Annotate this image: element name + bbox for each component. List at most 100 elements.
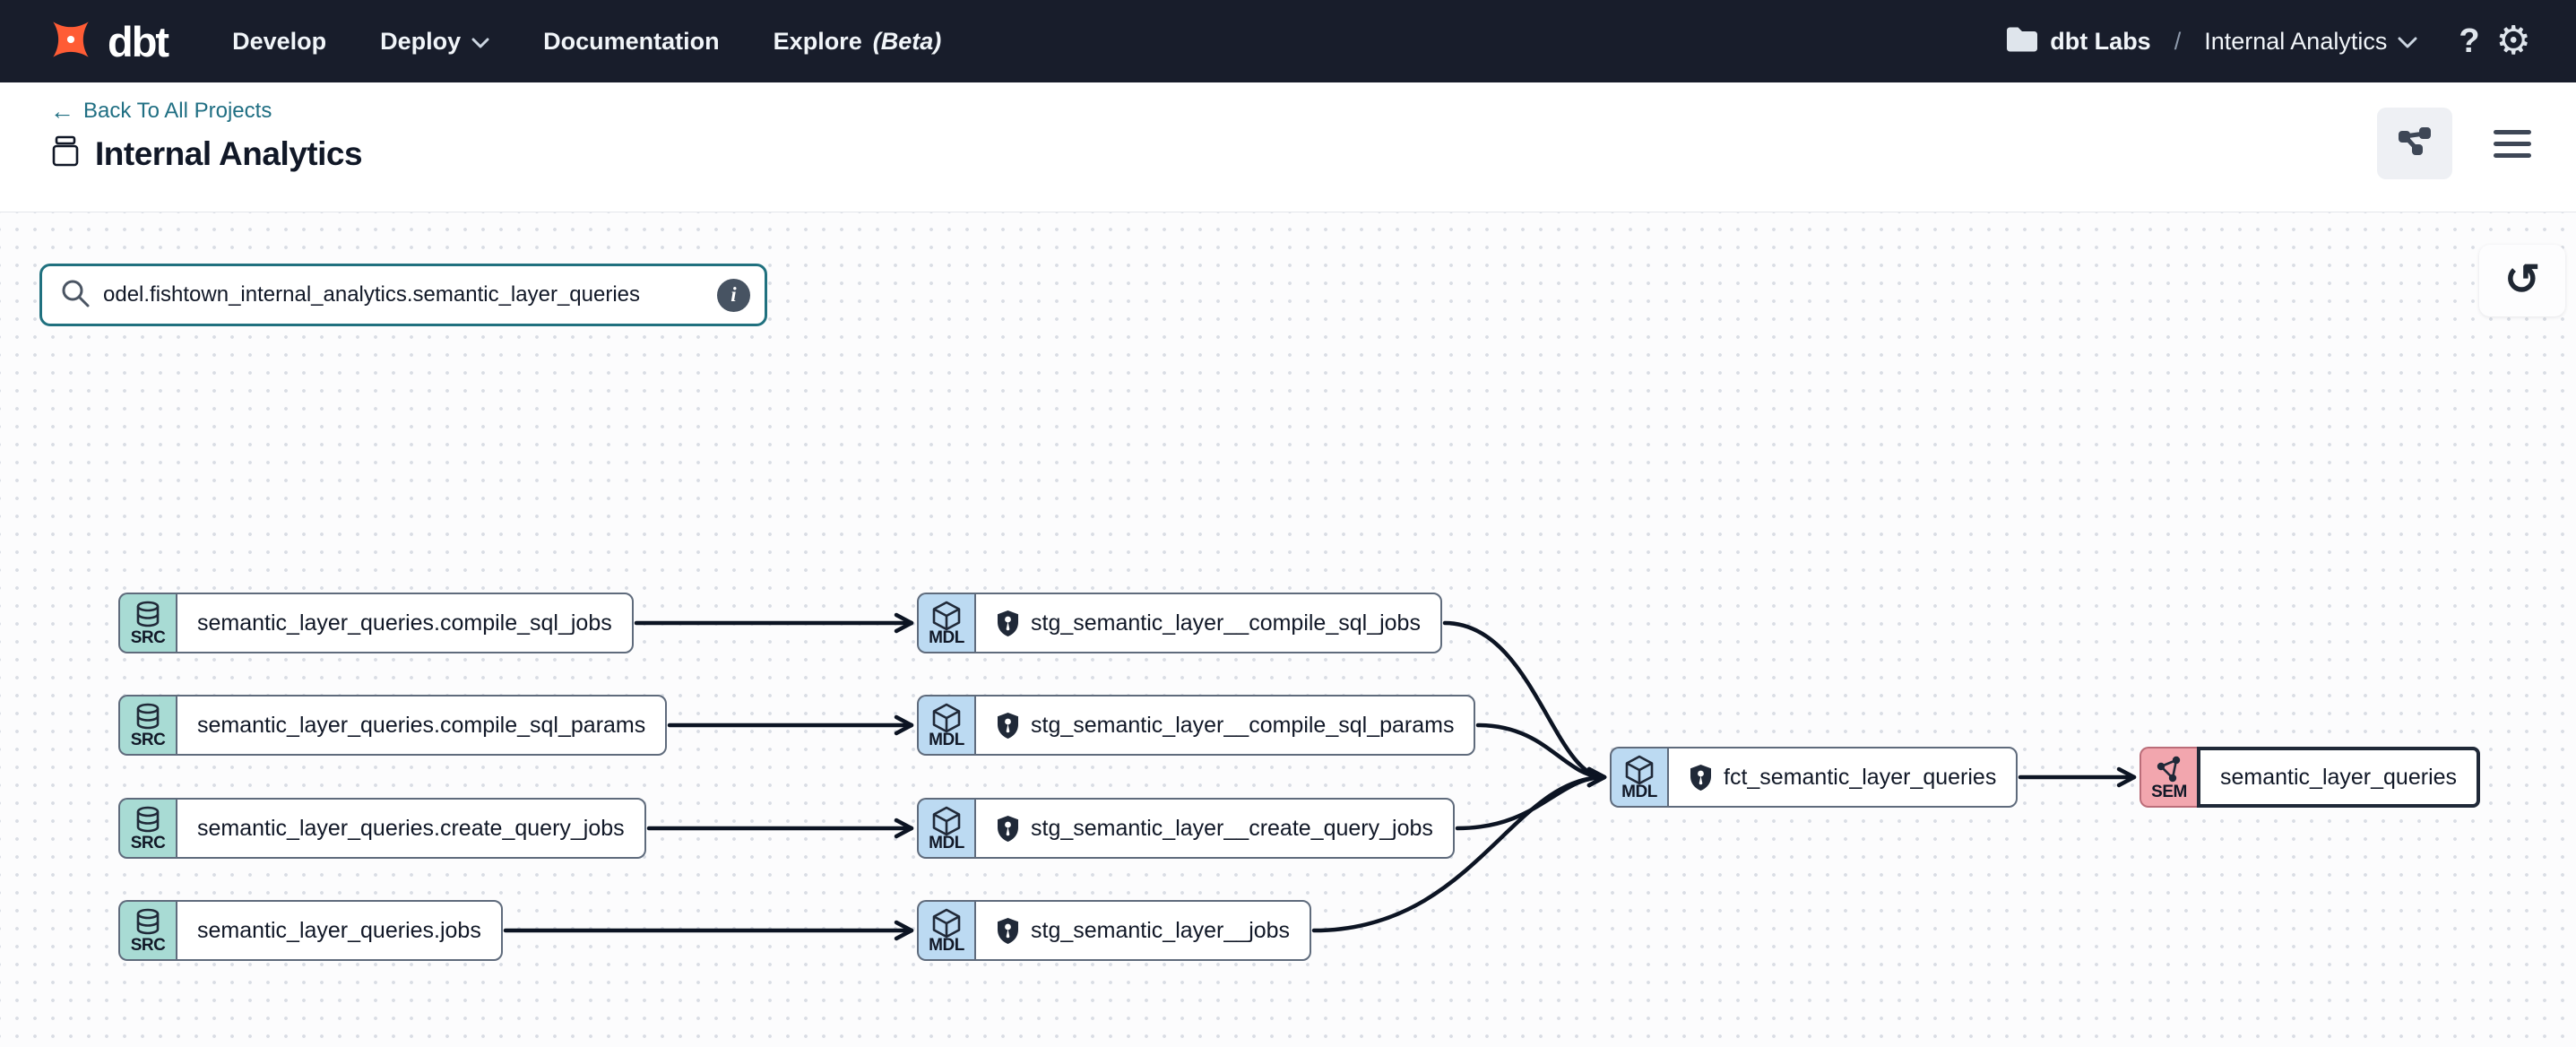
graph-node-stg_compile_sql_jobs[interactable]: MDL stg_semantic_layer__compile_sql_jobs: [917, 593, 1442, 653]
edge-stg_create_query_jobs-to-fct_semantic_layer_queries: [1455, 766, 1607, 831]
nav-right: dbt Labs / Internal Analytics ? ⚙: [2005, 22, 2531, 61]
edge-stg_compile_sql_jobs-to-fct_semantic_layer_queries: [1442, 620, 1607, 788]
breadcrumb-separator: /: [2174, 27, 2182, 55]
database-icon: [133, 702, 163, 731]
node-label: semantic_layer_queries.jobs: [197, 917, 481, 943]
graph-node-stg_compile_sql_params[interactable]: MDL stg_semantic_layer__compile_sql_param…: [917, 695, 1476, 756]
mdl-type-badge: MDL: [917, 798, 974, 859]
node-type-label: SRC: [130, 628, 166, 647]
node-type-label: SRC: [130, 834, 166, 852]
shield-icon: [996, 610, 1020, 637]
gear-icon[interactable]: ⚙: [2495, 19, 2531, 63]
menu-button[interactable]: [2488, 125, 2537, 163]
account-org[interactable]: dbt Labs: [2005, 25, 2151, 58]
node-body: semantic_layer_queries.compile_sql_jobs: [176, 593, 634, 653]
database-icon: [133, 600, 163, 628]
edge-stg_jobs-to-fct_semantic_layer_queries: [1311, 766, 1607, 933]
account-org-label: dbt Labs: [2050, 27, 2151, 55]
node-body: stg_semantic_layer__create_query_jobs: [974, 798, 1455, 859]
src-type-badge: SRC: [118, 900, 176, 961]
nav-item-documentation[interactable]: Documentation: [543, 27, 720, 55]
node-body: fct_semantic_layer_queries: [1667, 747, 2018, 808]
project-selector-label: Internal Analytics: [2204, 27, 2388, 55]
lineage-icon: [2395, 123, 2434, 165]
node-type-label: MDL: [929, 834, 964, 852]
node-type-label: MDL: [929, 936, 964, 955]
page-title: Internal Analytics: [95, 134, 363, 172]
node-body: semantic_layer_queries: [2197, 747, 2481, 808]
nav-item-develop[interactable]: Develop: [232, 27, 327, 55]
graph-node-src_compile_sql_jobs[interactable]: SRC semantic_layer_queries.compile_sql_jo…: [118, 593, 634, 653]
info-icon[interactable]: i: [717, 278, 750, 312]
search-icon: [60, 278, 91, 313]
node-body: stg_semantic_layer__compile_sql_params: [974, 695, 1476, 756]
node-body: stg_semantic_layer__compile_sql_jobs: [974, 593, 1442, 653]
dbt-logo-text: dbt: [108, 17, 169, 65]
node-type-label: SRC: [130, 936, 166, 955]
node-label: fct_semantic_layer_queries: [1724, 764, 1997, 790]
node-type-label: SRC: [130, 731, 166, 749]
cube-icon: [930, 907, 963, 939]
node-body: stg_semantic_layer__jobs: [974, 900, 1312, 961]
shield-icon: [996, 712, 1020, 740]
dbt-logo[interactable]: dbt: [45, 13, 169, 70]
nav-item-explore[interactable]: Explore (Beta): [773, 27, 942, 55]
chevron-down-icon: [2398, 28, 2417, 56]
help-icon[interactable]: ?: [2459, 22, 2480, 60]
node-body: semantic_layer_queries.create_query_jobs: [176, 798, 646, 859]
graph-node-src_compile_sql_params[interactable]: SRC semantic_layer_queries.compile_sql_pa…: [118, 695, 668, 756]
back-to-projects-link[interactable]: ← Back To All Projects: [50, 99, 272, 124]
lineage-edges: [503, 612, 2137, 941]
database-icon: [133, 907, 163, 936]
semantic-icon: [2154, 754, 2184, 783]
dbt-logo-icon: [45, 13, 97, 70]
node-label: stg_semantic_layer__jobs: [1031, 917, 1291, 943]
nav-item-deploy[interactable]: Deploy: [380, 28, 489, 56]
src-type-badge: SRC: [118, 695, 176, 756]
node-type-label: SEM: [2151, 783, 2187, 801]
node-body: semantic_layer_queries.jobs: [176, 900, 503, 961]
mdl-type-badge: MDL: [917, 900, 974, 961]
shield-icon: [996, 917, 1020, 945]
node-body: semantic_layer_queries.compile_sql_param…: [176, 695, 668, 756]
lineage-search-bar: odel.fishtown_internal_analytics.semanti…: [39, 264, 767, 326]
folder-icon: [2005, 25, 2038, 58]
lineage-canvas[interactable]: odel.fishtown_internal_analytics.semanti…: [0, 212, 2576, 1047]
sem-type-badge: SEM: [2139, 747, 2197, 808]
node-type-label: MDL: [929, 628, 964, 647]
graph-node-semantic_layer_queries[interactable]: SEM semantic_layer_queries: [2139, 747, 2481, 808]
beta-tag: (Beta): [872, 27, 942, 55]
graph-node-src_jobs[interactable]: SRC semantic_layer_queries.jobs: [118, 900, 503, 961]
back-arrow-icon: ←: [50, 97, 74, 125]
reset-view-button[interactable]: ↺: [2479, 245, 2565, 316]
src-type-badge: SRC: [118, 593, 176, 653]
node-label: semantic_layer_queries.compile_sql_param…: [197, 712, 646, 738]
graph-node-stg_jobs[interactable]: MDL stg_semantic_layer__jobs: [917, 900, 1312, 961]
graph-node-fct_semantic_layer_queries[interactable]: MDL fct_semantic_layer_queries: [1610, 747, 2018, 808]
reset-view-icon: ↺: [2503, 256, 2541, 304]
hamburger-icon: [2494, 129, 2531, 134]
mdl-type-badge: MDL: [917, 593, 974, 653]
node-label: semantic_layer_queries: [2220, 764, 2458, 790]
graph-node-src_create_query_jobs[interactable]: SRC semantic_layer_queries.create_query_j…: [118, 798, 646, 859]
shield-icon: [996, 815, 1020, 843]
cube-icon: [930, 702, 963, 733]
mdl-type-badge: MDL: [917, 695, 974, 756]
cube-icon: [1623, 754, 1655, 785]
database-icon: [133, 805, 163, 834]
node-label: semantic_layer_queries.create_query_jobs: [197, 815, 625, 841]
node-label: stg_semantic_layer__compile_sql_params: [1031, 712, 1455, 738]
graph-node-stg_create_query_jobs[interactable]: MDL stg_semantic_layer__create_query_jobs: [917, 798, 1455, 859]
project-icon: [50, 134, 81, 173]
top-nav: dbt Develop Deploy Documentation Explore…: [0, 0, 2576, 82]
node-label: stg_semantic_layer__create_query_jobs: [1031, 815, 1433, 841]
project-selector[interactable]: Internal Analytics: [2204, 28, 2417, 56]
mdl-type-badge: MDL: [1610, 747, 1667, 808]
node-label: stg_semantic_layer__compile_sql_jobs: [1031, 610, 1421, 636]
lineage-view-button[interactable]: [2377, 108, 2452, 179]
cube-icon: [930, 600, 963, 631]
back-link-label: Back To All Projects: [83, 99, 272, 123]
search-input[interactable]: odel.fishtown_internal_analytics.semanti…: [103, 282, 641, 307]
shield-icon: [1689, 764, 1713, 792]
view-toolbar: [2377, 108, 2537, 179]
